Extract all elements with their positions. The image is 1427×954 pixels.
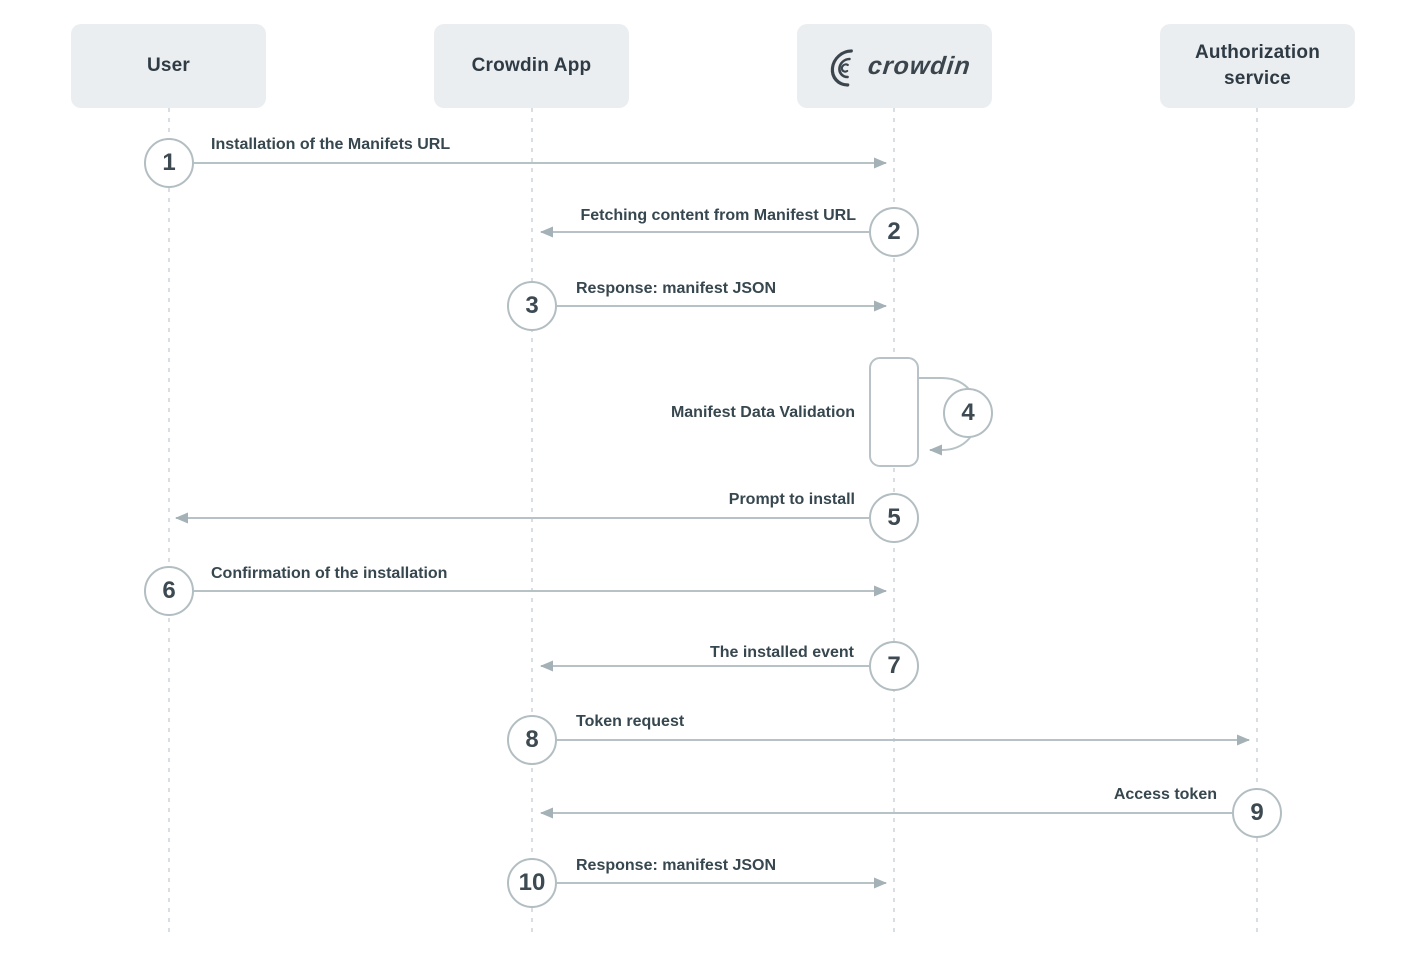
- actor-authorization-service-label: Authorization service: [1194, 42, 1321, 89]
- step-circle-6: 6: [144, 566, 194, 616]
- step-circle-8: 8: [507, 715, 557, 765]
- step-circle-7: 7: [869, 641, 919, 691]
- message-label-2: Fetching content from Manifest URL: [580, 207, 856, 224]
- message-label-8: Token request: [576, 713, 685, 730]
- message-label-5: Prompt to install: [728, 491, 855, 508]
- step-circle-1: 1: [144, 138, 194, 188]
- activation-box-manifest-validation: [869, 357, 919, 467]
- step-circle-4: 4: [943, 388, 993, 438]
- crowdin-logo-text: crowdin: [866, 51, 973, 80]
- step-circle-10: 10: [507, 858, 557, 908]
- actor-user: User: [71, 24, 266, 108]
- step-circle-2: 2: [869, 207, 919, 257]
- actor-crowdin-app-label: Crowdin App: [471, 55, 592, 77]
- step-circle-3: 3: [507, 281, 557, 331]
- actor-user-label: User: [146, 55, 191, 77]
- message-label-9: Access token: [1113, 786, 1217, 803]
- crowdin-logo-icon: [830, 49, 853, 87]
- message-label-1: Installation of the Manifets URL: [211, 136, 451, 153]
- message-label-10: Response: manifest JSON: [576, 857, 777, 874]
- crowdin-logo: crowdin: [818, 44, 973, 88]
- message-label-6: Confirmation of the installation: [211, 565, 448, 582]
- actor-authorization-service: Authorization service: [1160, 24, 1355, 108]
- message-label-7: The installed event: [709, 644, 854, 661]
- message-label-4: Manifest Data Validation: [670, 404, 855, 421]
- step-circle-5: 5: [869, 493, 919, 543]
- actor-crowdin: crowdin: [797, 24, 992, 108]
- actor-crowdin-app: Crowdin App: [434, 24, 629, 108]
- step-circle-9: 9: [1232, 788, 1282, 838]
- message-label-3: Response: manifest JSON: [576, 280, 777, 297]
